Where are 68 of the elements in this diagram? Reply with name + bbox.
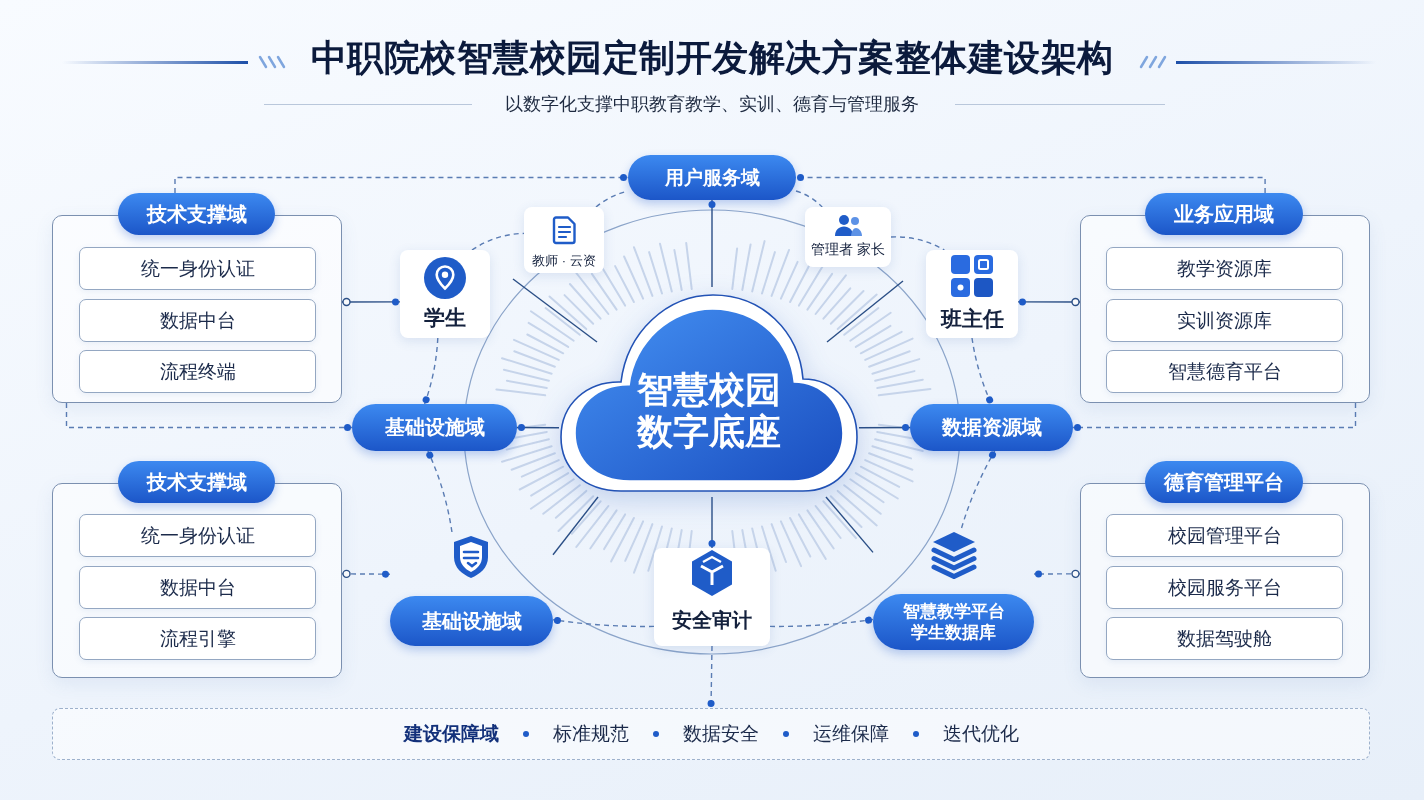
role-label: 班主任 (940, 305, 1004, 332)
connector (708, 496, 716, 549)
connector (471, 232, 525, 251)
list-item: 流程引擎 (79, 617, 316, 660)
icon-card (654, 548, 770, 646)
role-label: 学生 (424, 304, 466, 331)
connector (422, 337, 439, 405)
panel-heading: 业务应用域 (1145, 193, 1303, 235)
connector (341, 297, 401, 307)
list-item: 智慧德育平台 (1106, 350, 1343, 393)
list-item: 校园服务平台 (1106, 566, 1343, 609)
panel-frame (52, 193, 342, 403)
connector (1033, 569, 1081, 579)
connector (1072, 402, 1357, 431)
list-item: 流程终端 (79, 350, 316, 393)
connector (890, 236, 946, 251)
connector (795, 174, 1266, 194)
icon-card (524, 207, 604, 273)
role-label: 教师 · 云资 (532, 251, 596, 269)
list-item: 教学资源库 (1106, 247, 1343, 290)
list-item: 数据驾驶舱 (1106, 617, 1343, 660)
connector (65, 402, 353, 431)
list-item: 统一身份认证 (79, 247, 316, 290)
list-item: 实训资源库 (1106, 299, 1343, 342)
domain-pill: 基础设施域 (390, 596, 553, 646)
title: 中职院校智慧校园定制开发解决方案整体建设架构 (310, 36, 1114, 80)
icon-card (805, 207, 891, 267)
connector (825, 496, 874, 554)
domain-pill: 用户服务域 (628, 155, 796, 200)
connector (858, 424, 911, 431)
list-item: 统一身份认证 (79, 514, 316, 557)
bar-item: 运维保障 (812, 722, 889, 746)
connector (971, 337, 994, 405)
panel-heading: 技术支撑域 (118, 193, 275, 235)
bar-item: 标准规范 (552, 722, 629, 746)
cloud-label: 智慧校园数字底座 (635, 369, 782, 453)
panel-frame (52, 461, 342, 678)
role-label: 安全审计 (672, 608, 752, 633)
connector (795, 190, 823, 208)
list-item: 校园管理平台 (1106, 514, 1343, 557)
connector (174, 174, 629, 194)
domain-pill: 数据资源域 (910, 404, 1073, 451)
icon-card (926, 250, 1018, 338)
domain-pill: 智慧教学平台学生数据库 (873, 594, 1034, 650)
connector (707, 645, 715, 709)
connector (516, 424, 560, 431)
connector (552, 616, 655, 628)
panel-frame (1080, 461, 1370, 678)
bar-heading: 建设保障域 (403, 722, 499, 746)
connector (426, 450, 453, 533)
subtitle: 以数字化支撑中职教育教学、实训、德育与管理服务 (505, 93, 919, 116)
connector (552, 496, 599, 556)
bar-item: 迭代优化 (942, 722, 1019, 746)
connector (1017, 297, 1081, 307)
connector (960, 450, 997, 529)
panel-frame (1080, 193, 1370, 403)
list-item: 数据中台 (79, 299, 316, 342)
connector (341, 569, 391, 579)
bar-item: 数据安全 (682, 722, 759, 746)
dashed-panel (52, 708, 1370, 760)
list-item: 数据中台 (79, 566, 316, 609)
panel-heading: 德育管理平台 (1145, 461, 1303, 503)
connector (769, 616, 874, 628)
icon-card (400, 250, 490, 338)
connector (708, 199, 716, 288)
domain-pill: 基础设施域 (352, 404, 517, 451)
panel-heading: 技术支撑域 (118, 461, 275, 503)
role-label: 管理者 家长 (811, 240, 885, 258)
